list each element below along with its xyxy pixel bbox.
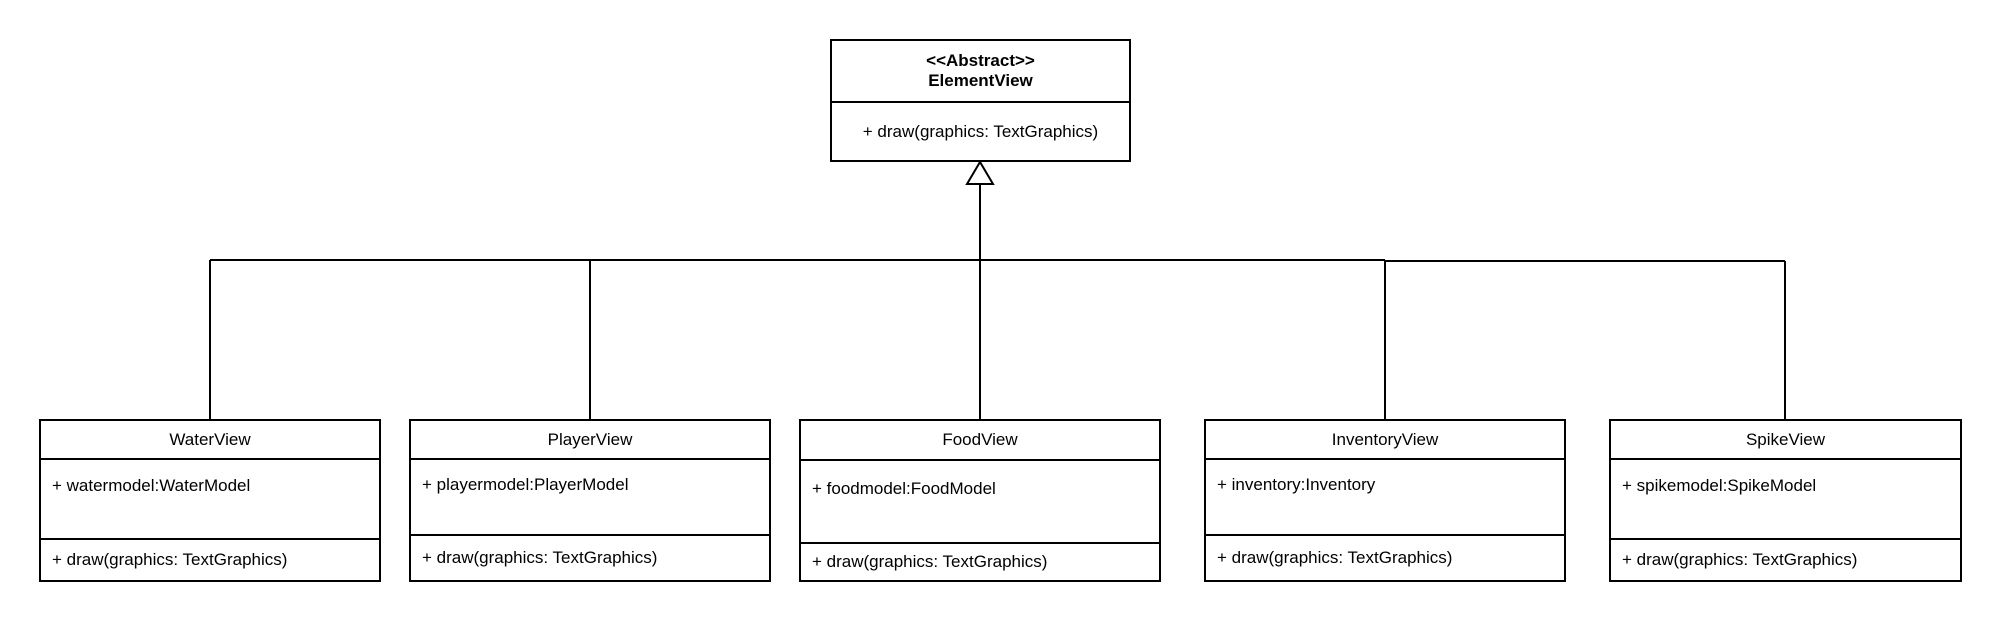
attributes-compartment: + inventory:Inventory — [1206, 458, 1564, 534]
class-name: SpikeView — [1745, 429, 1826, 449]
class-waterview[interactable]: WaterView + watermodel:WaterModel + draw… — [39, 419, 381, 582]
class-name: FoodView — [942, 430, 1018, 449]
class-elementview[interactable]: <<Abstract>> ElementView + draw(graphics… — [830, 39, 1131, 162]
class-name-compartment: WaterView — [41, 421, 379, 458]
class-foodview[interactable]: FoodView + foodmodel:FoodModel + draw(gr… — [799, 419, 1161, 582]
class-name-compartment: InventoryView — [1206, 421, 1564, 458]
operations-compartment: + draw(graphics: TextGraphics) — [1206, 534, 1564, 580]
operation-draw: + draw(graphics: TextGraphics) — [812, 552, 1048, 571]
attribute: + playermodel:PlayerModel — [422, 475, 629, 494]
class-spikeview[interactable]: SpikeView + spikemodel:SpikeModel + draw… — [1609, 419, 1962, 582]
operation-draw: + draw(graphics: TextGraphics) — [1217, 548, 1453, 567]
generalization-arrowhead-icon — [965, 160, 995, 185]
operations-compartment: + draw(graphics: TextGraphics) — [1611, 538, 1960, 580]
class-name: InventoryView — [1331, 429, 1439, 449]
operation-draw: + draw(graphics: TextGraphics) — [52, 550, 288, 569]
attributes-compartment: + playermodel:PlayerModel — [411, 458, 769, 534]
attribute: + inventory:Inventory — [1217, 475, 1376, 494]
operations-compartment: + draw(graphics: TextGraphics) — [832, 101, 1129, 160]
attributes-compartment: + foodmodel:FoodModel — [801, 459, 1159, 542]
class-name-compartment: SpikeView — [1611, 421, 1960, 458]
operation-draw: + draw(graphics: TextGraphics) — [862, 121, 1099, 141]
class-name: ElementView — [928, 71, 1033, 90]
operations-compartment: + draw(graphics: TextGraphics) — [801, 542, 1159, 580]
class-name-compartment: <<Abstract>> ElementView — [832, 41, 1129, 101]
class-name-compartment: FoodView — [801, 421, 1159, 459]
class-playerview[interactable]: PlayerView + playermodel:PlayerModel + d… — [409, 419, 771, 582]
class-inventoryview[interactable]: InventoryView + inventory:Inventory + dr… — [1204, 419, 1566, 582]
attribute: + spikemodel:SpikeModel — [1622, 476, 1817, 495]
operations-compartment: + draw(graphics: TextGraphics) — [411, 534, 769, 580]
class-name: PlayerView — [547, 429, 633, 449]
class-name: WaterView — [169, 429, 251, 449]
operations-compartment: + draw(graphics: TextGraphics) — [41, 538, 379, 580]
attributes-compartment: + spikemodel:SpikeModel — [1611, 458, 1960, 538]
attribute: + watermodel:WaterModel — [52, 476, 251, 495]
class-name-compartment: PlayerView — [411, 421, 769, 458]
class-stereotype: <<Abstract>> — [926, 51, 1035, 70]
operation-draw: + draw(graphics: TextGraphics) — [1622, 550, 1858, 569]
attributes-compartment: + watermodel:WaterModel — [41, 458, 379, 538]
attribute: + foodmodel:FoodModel — [812, 479, 996, 498]
operation-draw: + draw(graphics: TextGraphics) — [422, 548, 658, 567]
